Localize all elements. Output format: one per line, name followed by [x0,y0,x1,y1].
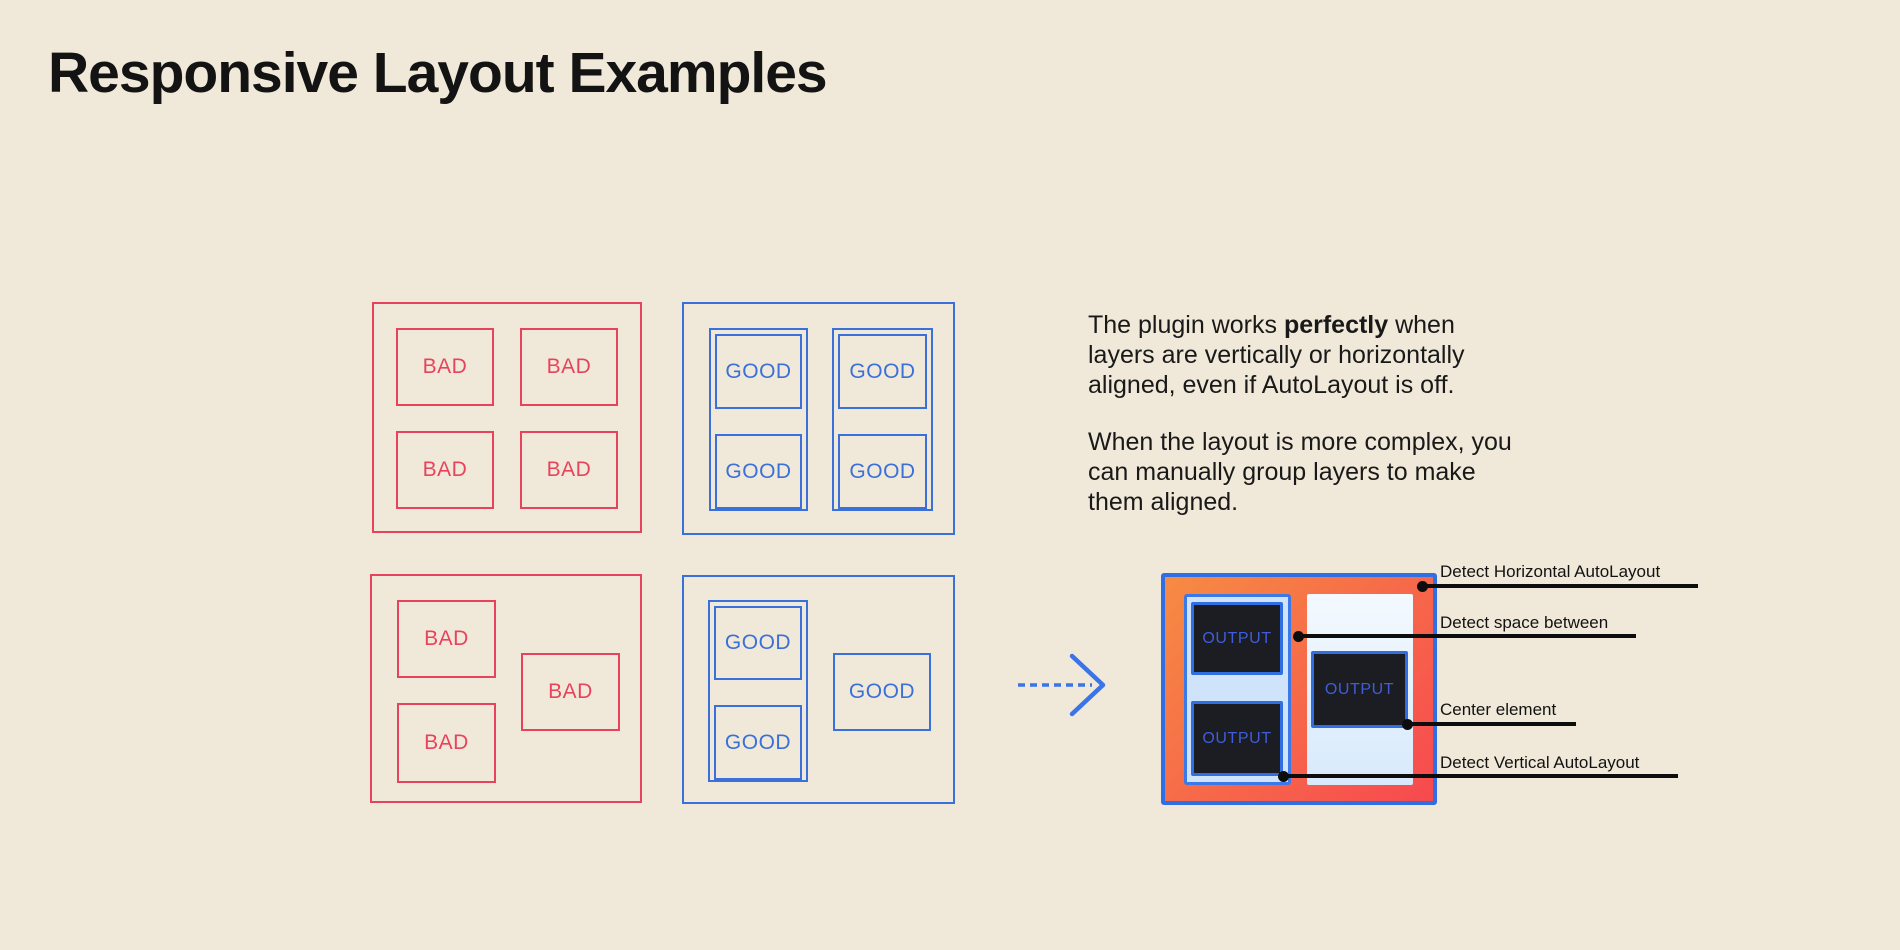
output-preview: OUTPUT OUTPUT OUTPUT [1161,573,1437,805]
bad-box: BAD [397,703,496,783]
bad-box: BAD [397,600,496,678]
bad-box: BAD [520,431,618,509]
arrow-right-icon [1018,653,1106,717]
annotation-label: Detect Vertical AutoLayout [1440,753,1640,772]
good-box: GOOD [838,434,927,509]
output-box: OUTPUT [1191,602,1283,675]
bad-box: BAD [521,653,620,731]
bad-freeform-group: BAD BAD BAD [370,574,642,803]
output-box: OUTPUT [1311,651,1408,728]
output-box-label: OUTPUT [1202,629,1272,647]
annotation-line [1407,722,1576,726]
bad-grid-group: BAD BAD BAD BAD [372,302,642,533]
annotation-label: Detect space between [1440,613,1609,632]
good-box: GOOD [838,334,927,409]
annotation-line [1283,774,1678,778]
bad-box: BAD [396,431,494,509]
good-box: GOOD [714,705,802,780]
good-box: GOOD [715,434,802,509]
good-column-group: GOOD GOOD [708,600,808,782]
output-box-label: OUTPUT [1202,729,1272,747]
output-left-group: OUTPUT OUTPUT [1184,594,1291,785]
description-paragraph-1: The plugin works perfectly when layers a… [1088,310,1521,400]
good-grouped-group: GOOD GOOD GOOD [682,575,955,804]
description-p1-bold: perfectly [1283,311,1389,339]
description-p1-end: when layers are vertically or horizontal… [1088,311,1465,399]
output-box: OUTPUT [1191,701,1283,776]
good-column-group: GOOD GOOD [709,328,808,511]
output-right-panel: OUTPUT [1307,594,1413,785]
bad-box: BAD [396,328,494,406]
annotation-line [1298,634,1636,638]
annotation-line [1422,583,1698,588]
good-box: GOOD [833,653,931,731]
output-box-label: OUTPUT [1324,680,1395,698]
page-title: Responsive Layout Examples [48,41,828,105]
annotation-label: Center element [1440,700,1557,719]
description-p1-start: The plugin works [1088,311,1284,339]
description-paragraph-2: When the layout is more complex, you can… [1088,428,1512,516]
description-text: The plugin works perfectly when layers a… [1088,310,1521,517]
good-grid-group: GOOD GOOD GOOD GOOD [682,302,955,535]
good-column-group: GOOD GOOD [832,328,933,511]
good-box: GOOD [715,334,802,409]
good-box: GOOD [714,606,802,680]
bad-box: BAD [520,328,618,406]
annotation-label: Detect Horizontal AutoLayout [1440,562,1661,581]
